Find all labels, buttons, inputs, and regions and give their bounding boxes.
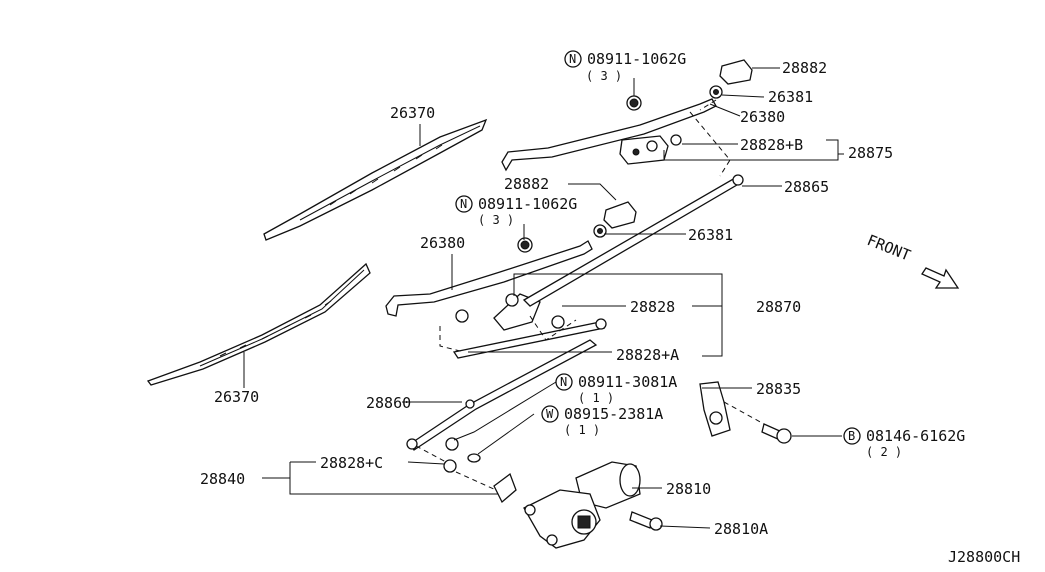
arm-cap-upper	[719, 59, 753, 85]
wiper-arm-upper	[501, 95, 717, 172]
label-28828b: 28828+B	[740, 136, 803, 154]
front-direction-arrow: FRONT	[865, 231, 960, 289]
svg-text:( 3 ): ( 3 )	[478, 213, 514, 227]
label-28835: 28835	[756, 380, 801, 398]
front-label: FRONT	[865, 231, 914, 265]
callout-nut-link: N 08911-3081A ( 1 )	[555, 373, 677, 405]
nut-symbol-icon: N	[460, 197, 467, 211]
pivot-bracket-upper	[619, 134, 682, 165]
bolt-08146	[761, 423, 792, 444]
label-28865: 28865	[784, 178, 829, 196]
washer-symbol-icon: W	[546, 407, 554, 421]
pivot-bracket-lower	[455, 293, 565, 331]
label-26380-mid: 26380	[420, 234, 465, 252]
label-26370-top: 26370	[390, 104, 435, 122]
svg-text:08911-1062G: 08911-1062G	[587, 50, 686, 68]
svg-text:( 1 ): ( 1 )	[578, 391, 614, 405]
svg-text:08146-6162G: 08146-6162G	[866, 427, 965, 445]
label-28828c: 28828+C	[320, 454, 383, 472]
label-28828a: 28828+A	[616, 346, 679, 364]
label-28870: 28870	[756, 298, 801, 316]
label-26370-bot: 26370	[214, 388, 259, 406]
bracket-28835	[699, 381, 731, 437]
callout-bolt: B 08146-6162G ( 2 )	[843, 427, 965, 459]
wiper-blade-lower	[146, 262, 371, 386]
bushing-28828	[551, 315, 565, 329]
svg-text:08911-1062G: 08911-1062G	[478, 195, 577, 213]
label-28860: 28860	[366, 394, 411, 412]
link-bracket	[493, 472, 517, 504]
label-28882-top: 28882	[782, 59, 827, 77]
wiper-arm-lower	[385, 237, 593, 317]
label-28882-mid: 28882	[504, 175, 549, 193]
svg-text:( 1 ): ( 1 )	[564, 423, 600, 437]
callout-nut-mid: N 08911-1062G ( 3 )	[455, 195, 577, 227]
callout-nut-top: N 08911-1062G ( 3 )	[564, 50, 686, 83]
bushing-28828b	[670, 134, 682, 146]
label-28810: 28810	[666, 480, 711, 498]
svg-text:( 2 ): ( 2 )	[866, 445, 902, 459]
label-26381-top: 26381	[768, 88, 813, 106]
svg-text:( 3 ): ( 3 )	[586, 69, 622, 83]
nut-symbol-icon: N	[560, 375, 567, 389]
label-28810a: 28810A	[714, 520, 768, 538]
leader-lines	[243, 67, 844, 529]
bolt-28810a	[629, 511, 663, 531]
label-26381-mid: 26381	[688, 226, 733, 244]
label-26380-top: 26380	[740, 108, 785, 126]
arm-cap-middle	[603, 201, 637, 229]
bolt-symbol-icon: B	[848, 429, 855, 443]
wiper-blade-upper	[263, 118, 488, 241]
callout-washer: W 08915-2381A ( 1 )	[541, 405, 663, 437]
nut-08911-3081a	[445, 437, 459, 451]
washer-08915-2381a	[467, 453, 481, 463]
bushing-28828c	[443, 459, 457, 473]
wiper-motor-28810	[523, 461, 641, 549]
label-28840: 28840	[200, 470, 245, 488]
diagram-code: J28800CH	[948, 548, 1020, 566]
label-28875: 28875	[848, 144, 893, 162]
label-28828: 28828	[630, 298, 675, 316]
bushing-28828a	[455, 309, 469, 323]
svg-text:08911-3081A: 08911-3081A	[578, 373, 677, 391]
svg-text:08915-2381A: 08915-2381A	[564, 405, 663, 423]
nut-symbol-icon: N	[569, 52, 576, 66]
